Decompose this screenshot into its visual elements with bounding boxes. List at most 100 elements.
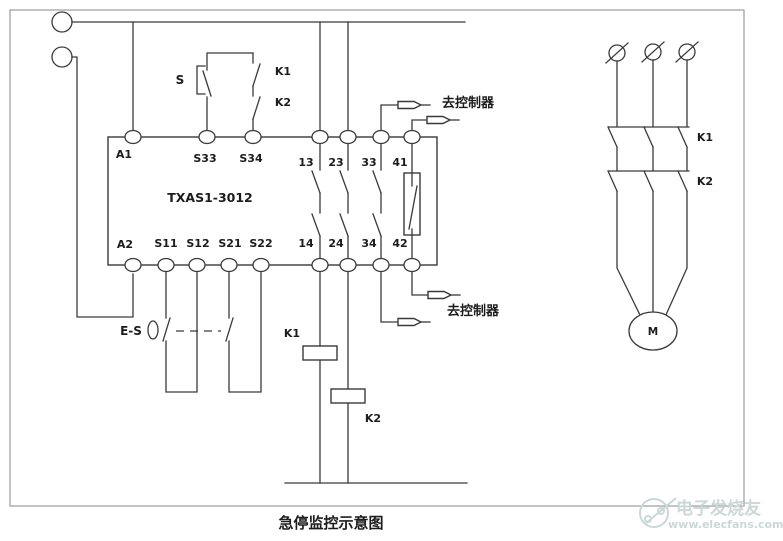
contact-strokes-23-24 — [339, 170, 349, 237]
feedback-k1-label: K1 — [275, 65, 291, 78]
phase-drop-wires — [616, 59, 688, 127]
relay-model-label: TXAS1-3012 — [167, 190, 253, 205]
supply-terminal-l1 — [51, 11, 73, 33]
terminal-14-label: 14 — [298, 237, 314, 250]
coil-k1-label: K1 — [284, 327, 300, 340]
start-button-actuator-icon — [196, 65, 206, 95]
connector-arrow-42-icon — [427, 290, 453, 300]
contact-strokes-33-34 — [372, 170, 382, 237]
start-button-label: S — [176, 73, 185, 87]
phase-terminal-1-slash — [605, 42, 629, 64]
phase-terminal-3-slash — [675, 41, 699, 63]
wire-s11-s12-loop — [165, 271, 198, 393]
terminal-13 — [311, 129, 329, 145]
terminal-34-label: 34 — [361, 237, 377, 250]
terminal-s34 — [244, 129, 262, 145]
wire-s21-s22-loop — [228, 271, 262, 393]
coil-k1 — [302, 345, 338, 361]
terminal-s11-label: S11 — [154, 237, 177, 250]
start-button-contact — [202, 70, 212, 97]
terminal-s22-label: S22 — [249, 237, 272, 250]
feedback-branch: K1 K2 — [252, 52, 291, 131]
watermark-site: www.elecfans.com — [668, 518, 783, 531]
connector-arrow-34-icon — [397, 317, 423, 327]
aux-contact-41-42-icon — [408, 172, 418, 236]
contactor-k1-poles — [607, 126, 688, 148]
terminal-s34-label: S34 — [239, 152, 263, 165]
connector-arrow-41-icon — [426, 115, 452, 125]
wire-42-out — [411, 271, 429, 296]
feedback-contact-k1-icon — [252, 63, 261, 87]
terminal-s33 — [198, 129, 216, 145]
terminal-41-label: 41 — [392, 156, 407, 169]
terminal-a1-label: A1 — [116, 148, 132, 161]
terminal-41 — [403, 129, 421, 145]
power-circuit: K1 K2 M — [605, 41, 713, 351]
to-controller-bottom-group: 去控制器 — [380, 271, 500, 327]
to-controller-top-label: 去控制器 — [442, 95, 495, 111]
relay-internal-contacts — [311, 143, 421, 259]
motor-label: M — [648, 326, 658, 338]
diagram-title: 急停监控示意图 — [278, 514, 383, 532]
terminal-42 — [403, 257, 421, 273]
terminal-a2 — [124, 257, 142, 273]
watermark: 电子发烧友 www.elecfans.com — [639, 497, 783, 531]
to-controller-bottom-label: 去控制器 — [447, 303, 500, 319]
emergency-stop-label: E-S — [120, 324, 142, 338]
feedback-k2-label: K2 — [275, 96, 291, 109]
terminal-a2-label: A2 — [117, 238, 133, 251]
start-button-branch: S — [176, 52, 254, 131]
terminal-33 — [372, 129, 390, 145]
phase-terminal-2-slash — [641, 41, 665, 63]
terminal-34 — [372, 257, 390, 273]
to-controller-top-group: 去控制器 — [380, 95, 495, 131]
coil-k2-label: K2 — [365, 412, 381, 425]
terminal-s21-label: S21 — [218, 237, 241, 250]
terminal-23 — [339, 129, 357, 145]
connector-arrow-33-icon — [397, 100, 423, 110]
contactor-k2-label: K2 — [697, 175, 713, 188]
contactor-coils: K1 K2 — [284, 271, 468, 484]
wire-s33-loop — [206, 52, 254, 131]
terminal-s12 — [188, 257, 206, 273]
feedback-contact-k2-icon — [252, 96, 261, 120]
frame-border — [9, 9, 745, 507]
coil-k2 — [330, 388, 366, 404]
terminal-13-label: 13 — [298, 156, 313, 169]
terminal-s22 — [252, 257, 270, 273]
estop-contact-1-icon — [162, 317, 171, 342]
wire-34-out — [380, 271, 399, 323]
terminal-33-label: 33 — [361, 156, 376, 169]
interpole-wires — [616, 146, 688, 172]
motor-lead-wires — [616, 190, 688, 318]
emergency-stop-circuit: E-S — [120, 271, 262, 393]
terminal-s33-label: S33 — [193, 152, 216, 165]
wire-41-out — [411, 119, 428, 131]
watermark-logo-dot2 — [657, 507, 665, 515]
wire-33-out — [380, 104, 399, 131]
terminal-42-label: 42 — [392, 237, 407, 250]
motor-symbol — [628, 311, 678, 351]
contactor-k1-label: K1 — [697, 131, 713, 144]
terminal-s11 — [157, 257, 175, 273]
watermark-logo-icon — [639, 498, 669, 528]
estop-contact-2-icon — [225, 317, 234, 342]
terminal-14 — [311, 257, 329, 273]
estop-actuator-icon — [147, 320, 159, 340]
watermark-logo-stroke — [644, 497, 677, 525]
supply-terminal-l2 — [51, 46, 73, 68]
terminal-s21 — [220, 257, 238, 273]
terminal-s12-label: S12 — [186, 237, 209, 250]
relay-bottom-terminals: A2 S11 S12 S21 S22 14 24 34 42 — [117, 237, 421, 273]
terminal-24-label: 24 — [328, 237, 344, 250]
wire-l2-to-a2 — [71, 56, 134, 318]
terminal-a1 — [124, 129, 142, 145]
terminal-24 — [339, 257, 357, 273]
contactor-k2-poles — [607, 170, 688, 192]
contact-strokes-13-14 — [311, 170, 321, 237]
terminal-23-label: 23 — [328, 156, 343, 169]
relay-block — [107, 136, 438, 266]
watermark-brand: 电子发烧友 — [676, 498, 761, 519]
